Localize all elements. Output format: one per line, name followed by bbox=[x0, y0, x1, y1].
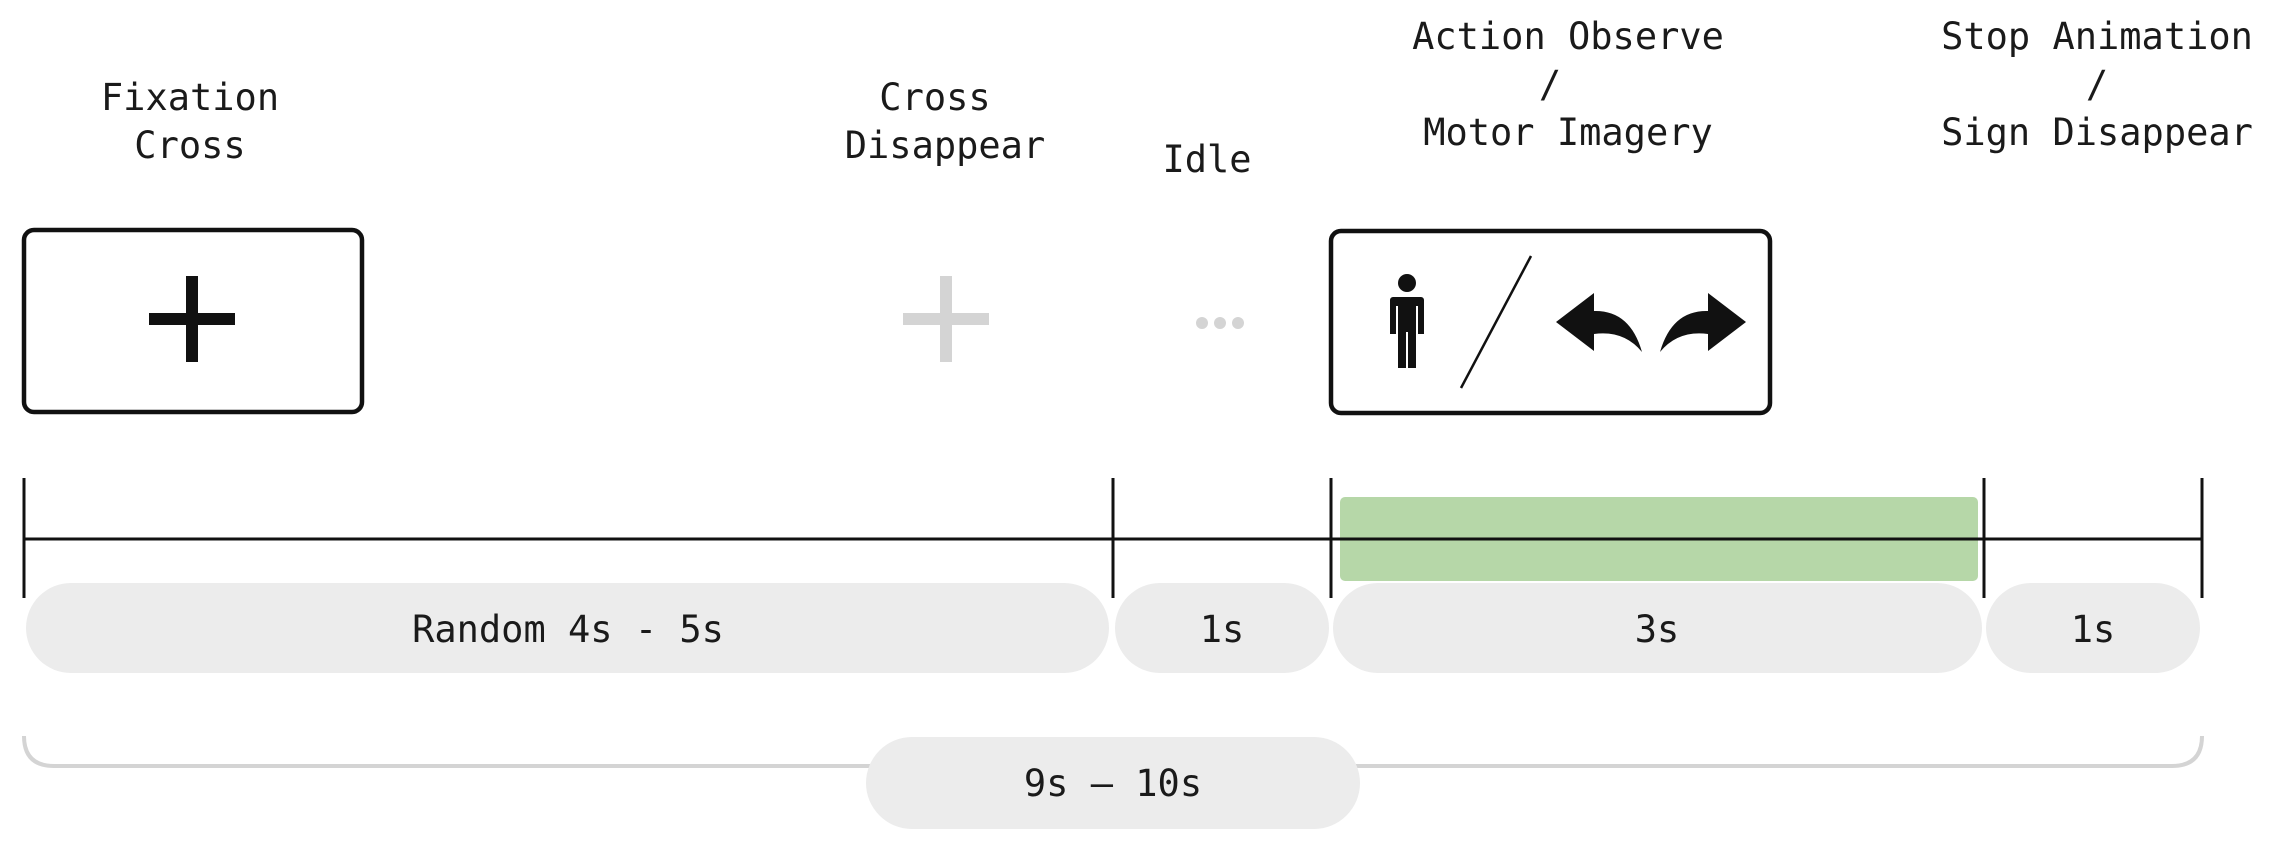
label-stop-animation-line1: Stop Animation bbox=[1941, 15, 2253, 58]
slash-divider bbox=[1459, 255, 1533, 389]
label-cross-disappear-line2: Disappear bbox=[845, 124, 1045, 167]
label-fixation-line2: Cross bbox=[134, 124, 245, 167]
fixation-cross-icon bbox=[149, 276, 235, 362]
label-idle: Idle bbox=[1162, 138, 1251, 181]
action-screen bbox=[1328, 228, 1773, 416]
fixation-screen bbox=[21, 227, 365, 415]
total-duration-pill: 9s – 10s bbox=[866, 737, 1360, 829]
faded-cross-icon bbox=[903, 276, 989, 362]
duration-pill-idle: 1s bbox=[1115, 583, 1329, 673]
right-turn-arrow-icon bbox=[1660, 293, 1746, 352]
duration-stop: 1s bbox=[2071, 608, 2116, 651]
duration-pill-action: 3s bbox=[1333, 583, 1982, 673]
label-stop-animation-line2: / bbox=[2086, 63, 2108, 106]
timeline-ticks bbox=[22, 478, 2204, 598]
label-action-observe-line1: Action Observe bbox=[1412, 15, 1724, 58]
label-action-observe-line2: / bbox=[1539, 63, 1561, 106]
label-action-observe-line3: Motor Imagery bbox=[1423, 111, 1713, 154]
duration-pill-stop: 1s bbox=[1986, 583, 2200, 673]
duration-fixation: Random 4s - 5s bbox=[412, 608, 724, 651]
person-icon bbox=[1390, 274, 1424, 368]
duration-idle: 1s bbox=[1200, 608, 1245, 651]
total-duration: 9s – 10s bbox=[1024, 762, 1202, 805]
left-turn-arrow-icon bbox=[1556, 293, 1642, 352]
ellipsis-icon bbox=[1196, 317, 1244, 329]
action-frame bbox=[1328, 228, 1773, 416]
label-stop-animation-line3: Sign Disappear bbox=[1941, 111, 2253, 154]
label-fixation-line1: Fixation bbox=[101, 76, 279, 119]
duration-action: 3s bbox=[1635, 608, 1680, 651]
label-cross-disappear-line1: Cross bbox=[879, 76, 990, 119]
duration-pill-fixation: Random 4s - 5s bbox=[26, 583, 1109, 673]
